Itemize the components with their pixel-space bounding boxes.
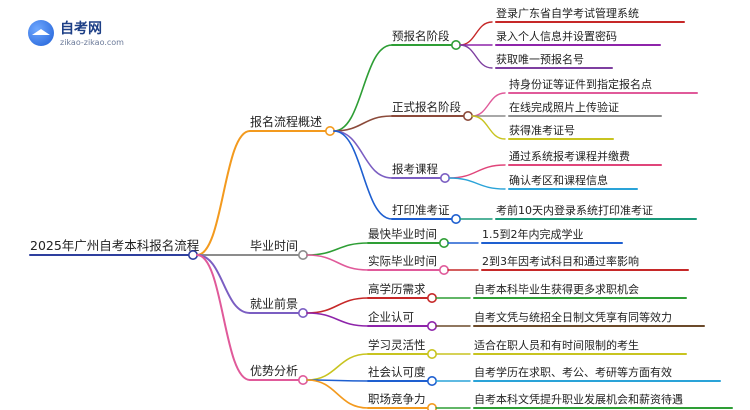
subtopic-node-2-0 [426,292,437,303]
connector-branch-3-sub-2 [306,379,369,409]
connector-branch-0-sub-1 [333,115,393,132]
subtopic-node-0-2 [439,173,450,184]
subtopic-1-0: 最快毕业时间 [368,227,437,241]
root-topic: 2025年广州自考本科报名流程 [30,238,200,253]
logo-title: 自考网 [60,21,102,37]
branch-1: 毕业时间 [250,239,298,253]
subtopic-3-0: 学习灵活性 [368,338,426,352]
leaf-0-2-0: 通过系统报考课程并缴费 [509,149,630,163]
subtopic-node-0-3 [450,214,461,225]
leaf-0-3-0: 考前10天内登录系统打印准考证 [496,203,653,217]
connector-root-branch-0 [196,130,251,256]
subtopic-node-2-1 [426,320,437,331]
connector-sub-0-1-leaf-0 [471,92,506,117]
connector-branch-0-sub-0 [333,44,393,132]
connector-branch-2-sub-1 [306,312,369,327]
connector-branch-1-sub-0 [306,242,369,256]
leaf-0-0-0: 登录广东省自学考试管理系统 [496,6,639,20]
leaf-0-1-0: 持身份证等证件到指定报名点 [509,77,652,91]
subtopic-2-0: 高学历需求 [368,282,426,296]
leaf-1-0-0: 1.5到2年内完成学业 [482,227,584,241]
leaf-0-2-1: 确认考区和课程信息 [509,173,608,187]
branch-0: 报名流程概述 [250,114,322,129]
leaf-3-1-0: 自考学历在求职、考公、考研等方面有效 [474,365,672,379]
subtopic-0-1: 正式报名阶段 [392,100,461,114]
subtopic-0-0: 预报名阶段 [392,29,450,43]
subtopic-2-1: 企业认可 [368,310,414,324]
branch-node-3 [297,374,308,385]
leaf-2-0-0: 自考本科毕业生获得更多求职机会 [474,282,639,296]
connector-branch-2-sub-0 [306,297,369,314]
logo-url: zikao-zikao.com [60,38,124,47]
connector-sub-0-2-leaf-0 [448,164,506,179]
subtopic-node-3-1 [426,375,437,386]
subtopic-node-0-1 [462,111,473,122]
branch-2: 就业前景 [250,296,298,311]
subtopic-node-3-2 [427,403,437,410]
leaf-2-1-0: 自考文凭与统招全日制文凭享有同等效力 [474,310,672,324]
branch-node-2 [297,307,308,318]
subtopic-3-2: 职场竞争力 [368,392,426,406]
connector-root-branch-2 [196,254,251,314]
leaf-0-0-2: 获取唯一预报名号 [496,52,584,66]
subtopic-1-1: 实际毕业时间 [368,254,437,268]
subtopic-node-1-1 [438,264,449,275]
leaf-3-0-0: 适合在职人员和有时间限制的考生 [474,338,639,352]
leaf-3-2-0: 自考本科文凭提升职业发展机会和薪资待遇 [474,392,683,406]
root-node [188,250,199,261]
connector-branch-1-sub-1 [306,254,369,271]
connector-root-branch-3 [196,254,251,381]
subtopic-3-1: 社会认可度 [368,365,426,379]
connector-branch-0-sub-3 [333,130,393,220]
site-logo[interactable]: 自考网 zikao-zikao.com [28,18,148,58]
connector-branch-0-sub-2 [333,130,393,179]
branch-3: 优势分析 [250,364,298,378]
connector-sub-0-0-leaf-0 [459,21,493,46]
subtopic-0-3: 打印准考证 [392,203,450,217]
connector-sub-0-1-leaf-2 [471,115,506,140]
leaf-0-0-1: 录入个人信息并设置密码 [496,29,617,43]
connector-sub-0-2-leaf-1 [448,177,506,190]
subtopic-0-2: 报考课程 [392,162,438,176]
leaf-0-1-1: 在线完成照片上传验证 [509,100,619,114]
subtopic-node-1-0 [438,238,449,249]
branch-node-1 [297,250,308,261]
leaf-0-1-2: 获得准考证号 [509,124,575,137]
leaf-1-1-0: 2到3年因考试科目和通过率影响 [482,254,639,268]
subtopic-node-0-0 [450,39,461,50]
connector-sub-0-0-leaf-2 [459,44,493,69]
branch-node-0 [324,126,335,137]
subtopic-node-3-0 [426,348,437,359]
connector-branch-3-sub-0 [306,353,369,381]
graduation-cap-icon [28,20,54,46]
